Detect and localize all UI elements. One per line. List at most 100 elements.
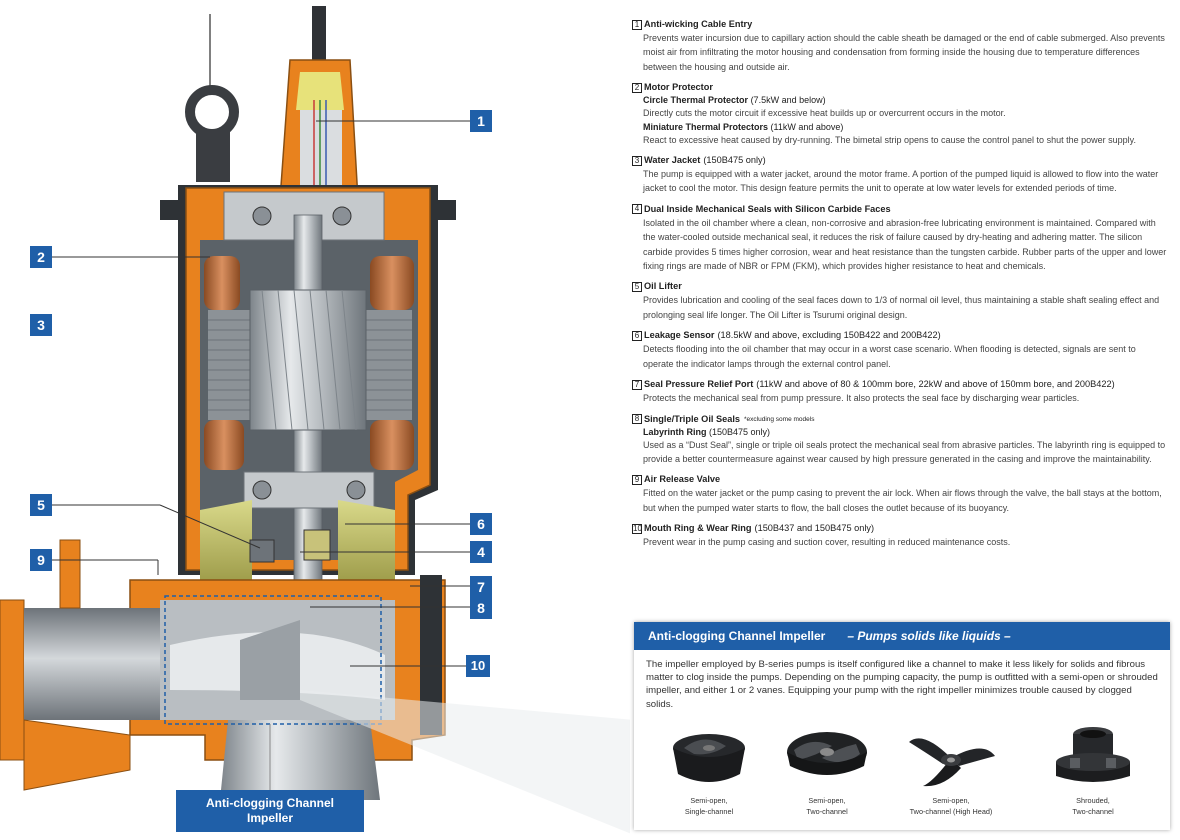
feature-qualifier: (18.5kW and above, excluding 150B422 and… xyxy=(717,330,941,341)
feature-title-text: Leakage Sensor xyxy=(644,330,715,341)
feature-subtitle-qualifier: (11kW and above) xyxy=(770,121,844,132)
callout-5[interactable]: 5 xyxy=(30,494,52,516)
feature-number: 2 xyxy=(632,82,642,93)
oil-chamber-right xyxy=(338,500,395,585)
callout-6[interactable]: 6 xyxy=(470,513,492,535)
feature-subtitle: Labyrinth Ring (150B475 only) xyxy=(632,426,1168,438)
impeller-image xyxy=(909,738,995,787)
feature-subtitle-qualifier: (7.5kW and below) xyxy=(750,95,826,106)
feature-title-text: Water Jacket xyxy=(644,155,701,166)
feature-subtitle: Circle Thermal Protector (7.5kW and belo… xyxy=(632,94,1168,106)
impeller-label-line2: Two-channel xyxy=(1072,807,1114,816)
pump-cutaway-diagram: 1 2 3 4 5 6 7 9 8 10 Anti-clogging Chann… xyxy=(0,6,634,835)
feature-title-text: Oil Lifter xyxy=(644,281,682,292)
feature-number: 10 xyxy=(632,523,642,534)
oil-chamber-left xyxy=(200,500,252,585)
feature-title-text: Dual Inside Mechanical Seals with Silico… xyxy=(644,203,891,214)
impeller-label-line1: Semi-open, xyxy=(932,796,970,805)
suction-inlet xyxy=(220,720,380,800)
feature-subtitle-text: Circle Thermal Protector xyxy=(643,95,749,106)
feature-body: Isolated in the oil chamber where a clea… xyxy=(643,217,1167,272)
impeller-label-line1: Shrouded, xyxy=(1076,796,1110,805)
feature-number: 6 xyxy=(632,330,642,341)
feature-title-text: Seal Pressure Relief Port xyxy=(644,379,754,390)
panel-tagline: – Pumps solids like liquids – xyxy=(847,629,1011,643)
callout-7[interactable]: 7 xyxy=(470,576,492,598)
impeller-label-line2: Two-channel (High Head) xyxy=(909,807,993,816)
feature-title-text: Anti-wicking Cable Entry xyxy=(644,19,753,29)
feature-body: Provides lubrication and cooling of the … xyxy=(643,295,1160,320)
feature-body: Prevents water incursion due to capillar… xyxy=(643,33,1165,72)
callout-1[interactable]: 1 xyxy=(470,110,492,132)
feature-number: 9 xyxy=(632,474,642,485)
feature-body: Directly cuts the motor circuit if exces… xyxy=(643,108,1006,119)
feature-title-text: Motor Protector xyxy=(644,82,713,93)
feature-number: 5 xyxy=(632,281,642,292)
impeller-image xyxy=(787,732,867,775)
callout-10[interactable]: 10 xyxy=(466,655,490,677)
impeller-label-line1: Semi-open, xyxy=(690,796,728,805)
stator-winding-top-left xyxy=(204,256,240,310)
callout-3[interactable]: 3 xyxy=(30,314,52,336)
panel-description: The impeller employed by B-series pumps … xyxy=(646,659,1158,710)
feature-subtitle: Miniature Thermal Protectors (11kW and a… xyxy=(632,121,1168,133)
callout-4[interactable]: 4 xyxy=(470,541,492,563)
feature-body: Prevent wear in the pump casing and suct… xyxy=(643,537,1011,548)
impeller-label-line1: Semi-open, xyxy=(808,796,846,805)
stator-winding-bottom-right xyxy=(370,420,414,470)
feature-number: 3 xyxy=(632,155,642,166)
feature-title-text: Air Release Valve xyxy=(644,474,721,485)
feature-body: Detects flooding into the oil chamber th… xyxy=(643,344,1136,369)
stator-winding-bottom-left xyxy=(204,420,244,470)
impeller-label-line2: Single-channel xyxy=(684,807,734,816)
feature-note: *excluding some models xyxy=(744,415,815,423)
impeller-semi-open-two: Semi-open, Two-channel xyxy=(772,722,882,826)
impeller-image xyxy=(673,734,745,782)
callout-8[interactable]: 8 xyxy=(470,597,492,619)
callout-2[interactable]: 2 xyxy=(30,246,52,268)
impeller-semi-open-two-high-head: Semi-open, Two-channel (High Head) xyxy=(896,722,1006,826)
zoom-wedge xyxy=(300,690,634,835)
impeller-panel: Anti-clogging Channel Impeller – Pumps s… xyxy=(634,622,1170,830)
discharge-pipe xyxy=(24,608,160,720)
feature-number: 8 xyxy=(632,414,642,424)
pump-illustration xyxy=(0,6,634,835)
feature-number: 7 xyxy=(632,379,642,390)
feature-title-text: Single/Triple Oil Seals xyxy=(644,413,740,424)
impeller-image xyxy=(1056,727,1130,782)
feature-number: 1 xyxy=(632,19,642,30)
impeller-label: Anti-clogging Channel Impeller xyxy=(176,790,364,832)
feature-body: The pump is equipped with a water jacket… xyxy=(643,169,1159,194)
impeller-highlight-box xyxy=(164,595,382,725)
callout-9[interactable]: 9 xyxy=(30,549,52,571)
stator-winding-top-right xyxy=(370,256,414,310)
impeller-label-line2: Two-channel xyxy=(806,807,848,816)
feature-qualifier: (150B475 only) xyxy=(703,155,766,166)
feature-subtitle-qualifier: (150B475 only) xyxy=(709,426,771,437)
feature-qualifier: (150B437 and 150B475 only) xyxy=(754,523,875,534)
impeller-shrouded-two: Shrouded, Two-channel xyxy=(1038,722,1148,826)
feature-qualifier: (11kW and above of 80 & 100mm bore, 22kW… xyxy=(756,379,1115,390)
panel-header: Anti-clogging Channel Impeller – Pumps s… xyxy=(634,622,1170,650)
feature-number: 4 xyxy=(632,204,642,215)
feature-body: Fitted on the water jacket or the pump c… xyxy=(643,488,1162,513)
panel-title: Anti-clogging Channel Impeller xyxy=(648,629,826,643)
feature-subtitle-text: Miniature Thermal Protectors xyxy=(643,121,769,132)
feature-subtitle-text: Labyrinth Ring xyxy=(643,426,707,437)
feature-body: Protects the mechanical seal from pump p… xyxy=(643,393,1080,404)
